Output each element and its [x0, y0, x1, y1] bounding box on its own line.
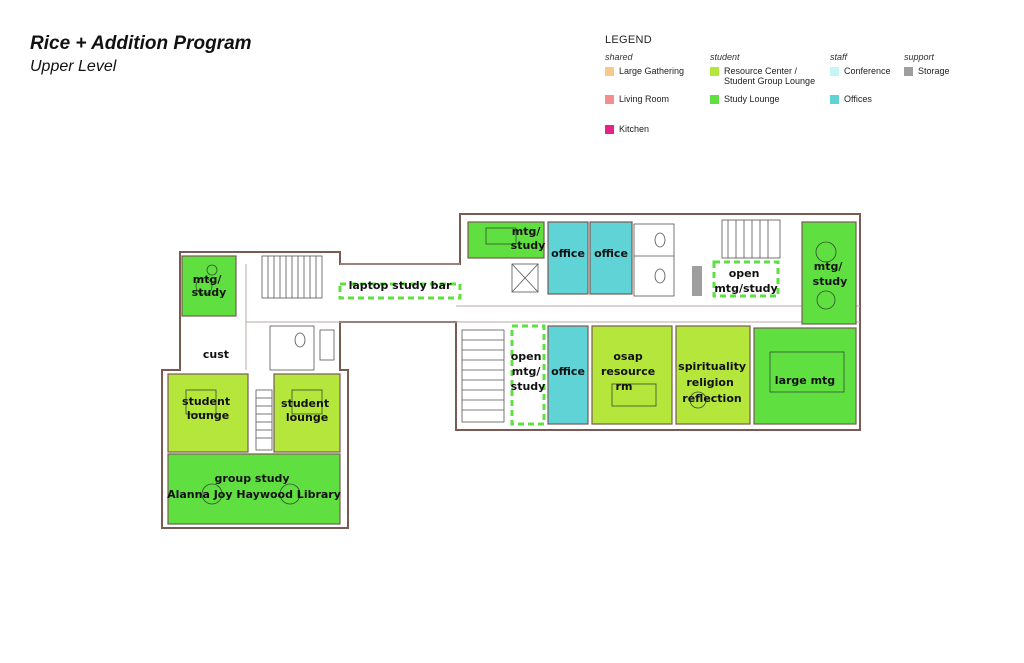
room-label-laptop-bar: laptop study bar: [349, 279, 452, 292]
legend-item-study-lounge: Study Lounge: [710, 94, 780, 104]
room-osap-resource[interactable]: [591, 325, 673, 425]
legend-swatch: [605, 125, 614, 134]
room-office-3[interactable]: [547, 325, 589, 425]
room-label: spirituality religion reflection: [678, 360, 750, 405]
legend-item-offices: Offices: [830, 94, 872, 104]
room-label: group study Alanna Joy Haywood Library: [167, 472, 341, 501]
room-label: mtg/ study: [511, 225, 546, 252]
room-spirituality[interactable]: [675, 325, 751, 425]
storage-room: [692, 266, 702, 296]
room-large-mtg[interactable]: [753, 327, 857, 425]
room-label-office-3: office: [551, 365, 585, 378]
room-label-office-2: office: [594, 247, 628, 260]
room-label-office-1: office: [551, 247, 585, 260]
furniture: [185, 227, 845, 505]
room-label-cust: cust: [203, 348, 229, 361]
legend-swatch: [605, 67, 614, 76]
legend-item-conference: Conference: [830, 66, 891, 76]
room-label: mtg/ study: [813, 260, 848, 288]
room-label: open mtg/study: [714, 267, 777, 295]
laptop-study-bar[interactable]: [338, 282, 462, 300]
elevator-icon: [511, 263, 539, 293]
room-office-2[interactable]: [589, 221, 633, 295]
room-label: student lounge: [281, 397, 333, 424]
room-mtg-study-east[interactable]: [801, 221, 857, 325]
legend-swatch: [710, 95, 719, 104]
legend-category-shared: shared: [605, 52, 633, 62]
legend-item-living-room: Living Room: [605, 94, 669, 104]
restroom-icon: [269, 325, 335, 371]
legend-swatch: [904, 67, 913, 76]
legend-category-student: student: [710, 52, 740, 62]
room-student-lounge-a[interactable]: [167, 373, 249, 453]
stair-icon: [255, 389, 273, 451]
room-label-large-mtg: large mtg: [775, 374, 835, 387]
legend-item-kitchen: Kitchen: [605, 124, 649, 134]
legend-swatch: [830, 67, 839, 76]
legend-item-large-gathering: Large Gathering: [605, 66, 684, 76]
legend-swatch: [830, 95, 839, 104]
legend-swatch: [710, 67, 719, 76]
room-student-lounge-b[interactable]: [273, 373, 341, 453]
corridor-lines: [245, 263, 860, 370]
legend-category-staff: staff: [830, 52, 848, 62]
legend-item-storage: Storage: [904, 66, 950, 76]
legend-swatch: [605, 95, 614, 104]
legend-item-resource-center: Resource Center / Student Group Lounge: [710, 66, 830, 86]
room-open-mtg-study-s[interactable]: [510, 324, 546, 426]
stair-icon: [261, 255, 323, 299]
page-title: Rice + Addition Program: [30, 33, 252, 54]
legend-heading: LEGEND: [605, 34, 653, 46]
room-open-mtg-study-ne[interactable]: [712, 260, 780, 298]
page-subtitle: Upper Level: [30, 58, 117, 75]
room-label: mtg/ study: [192, 273, 227, 299]
room-group-study[interactable]: [167, 453, 341, 525]
room-label: open mtg/ study: [511, 350, 546, 393]
stair-icon: [461, 329, 505, 423]
room-label: osap resource rm: [601, 350, 659, 393]
restroom-icon: [633, 223, 675, 297]
legend-category-support: support: [904, 52, 935, 62]
room-label: student lounge: [182, 395, 234, 422]
room-office-1[interactable]: [547, 221, 589, 295]
stair-icon: [721, 219, 781, 259]
